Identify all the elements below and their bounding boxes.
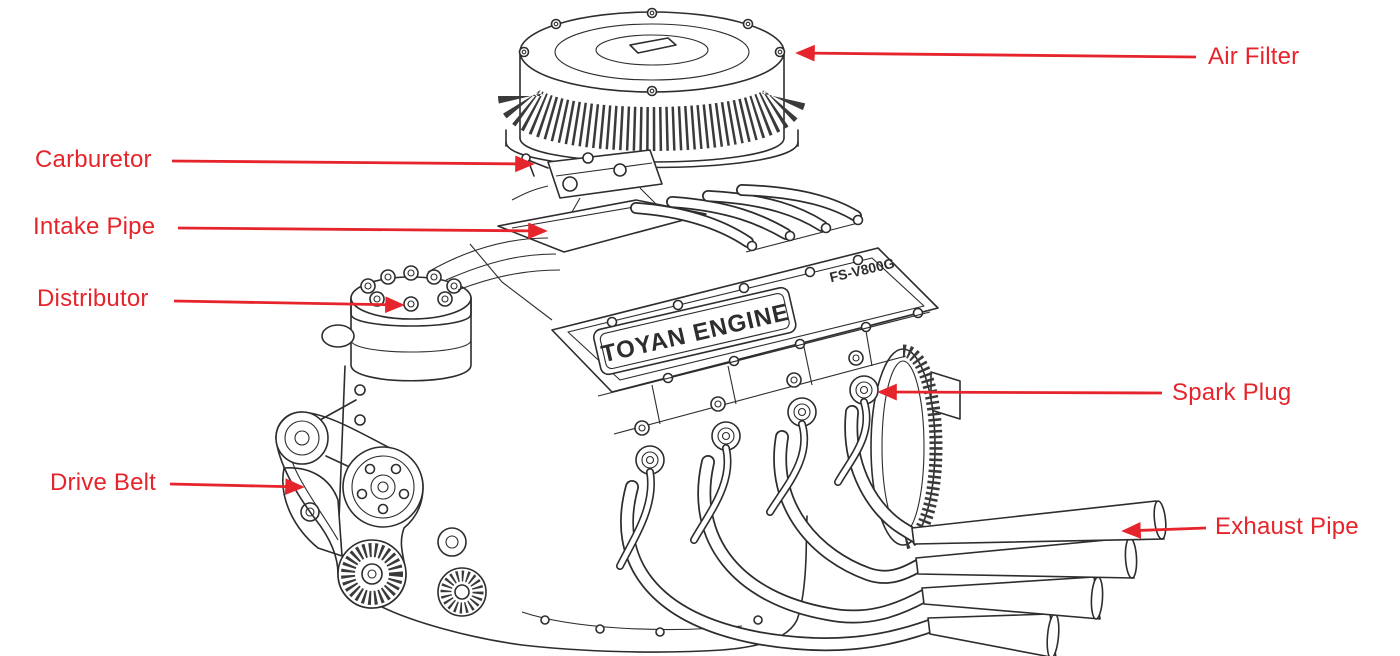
- callout-arrows: [169, 44, 1207, 539]
- water-pump-pulley: [342, 446, 424, 528]
- label-drive-belt: Drive Belt: [50, 469, 157, 496]
- arrow-spark-plug: [877, 383, 1163, 401]
- arrow-intake-pipe: [177, 222, 548, 240]
- spark-plug-wires: [616, 398, 871, 570]
- carburetor-drawing: [511, 149, 663, 201]
- accessory-pulley: [437, 527, 467, 557]
- label-spark-plug: Spark Plug: [1172, 379, 1292, 406]
- intake-manifold-drawing: [469, 184, 864, 321]
- crank-pulley: [337, 539, 407, 609]
- arrow-carburetor: [171, 155, 535, 173]
- arrow-distributor: [173, 296, 405, 314]
- valve-cover-drawing: TOYAN ENGINE FS-V800G: [551, 247, 939, 393]
- arrow-air-filter: [795, 44, 1197, 62]
- distributor-drawing: [321, 237, 561, 382]
- air-filter-drawing: [498, 7, 806, 169]
- throttle-lever-pivot: [521, 153, 531, 163]
- spark-plugs-drawing: [635, 375, 879, 475]
- label-distributor: Distributor: [37, 285, 149, 312]
- vacuum-advance-pod: [321, 324, 355, 348]
- arrow-drive-belt: [169, 478, 305, 496]
- valve-cover-bolts: [606, 254, 924, 384]
- exhaust-tips: [911, 500, 1167, 656]
- drive-belt-drawing: [275, 399, 487, 617]
- arrow-exhaust-pipe: [1121, 521, 1207, 539]
- label-air-filter: Air Filter: [1208, 43, 1300, 70]
- filter-lid-bolts: [518, 7, 786, 97]
- filter-lid-handle: [629, 37, 677, 54]
- idler-pulley: [275, 411, 329, 465]
- distributor-cap-towers: [360, 265, 462, 312]
- label-exhaust-pipe: Exhaust Pipe: [1215, 513, 1359, 540]
- cylinder-head-drawing: [597, 311, 931, 436]
- label-carburetor: Carburetor: [35, 146, 152, 173]
- label-intake-pipe: Intake Pipe: [33, 213, 156, 240]
- oil-filter-drum: [437, 567, 487, 617]
